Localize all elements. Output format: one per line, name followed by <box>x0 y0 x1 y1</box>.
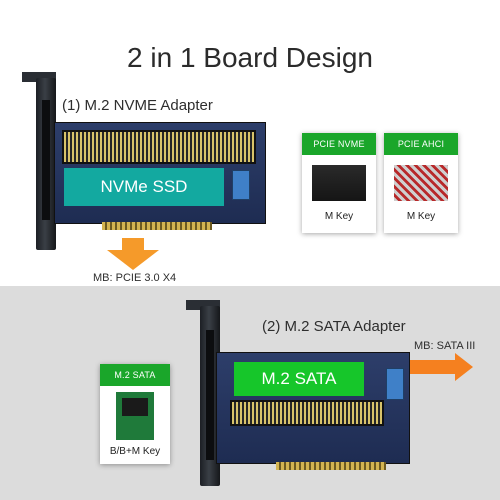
nvme-connector-image <box>312 165 366 201</box>
sata-chip <box>122 398 148 416</box>
bracket-vent <box>42 100 50 220</box>
sata-adapter-image: M.2 SATA <box>186 300 410 490</box>
down-arrow-icon <box>122 238 144 250</box>
bracket-tab <box>22 72 56 82</box>
key-card-caption: M Key <box>324 211 354 222</box>
sata-adapter-label: (2) M.2 SATA Adapter <box>262 318 406 335</box>
m2-slot <box>62 130 256 164</box>
right-arrow-icon <box>406 360 456 374</box>
down-arrow-head-icon <box>107 250 159 270</box>
pcie-gold-fingers <box>102 222 212 230</box>
m2-slot <box>230 400 384 426</box>
sata-mb-label: MB: SATA III <box>414 340 476 352</box>
key-card-caption: M Key <box>406 211 436 222</box>
page-title: 2 in 1 Board Design <box>127 42 373 73</box>
ahci-connector-image <box>394 165 448 201</box>
right-arrow-head-icon <box>455 353 473 381</box>
sata-connector <box>386 368 404 400</box>
key-card-header: PCIE NVME <box>302 133 376 155</box>
key-card-caption: B/B+M Key <box>109 446 161 457</box>
nvme-adapter-label: (1) M.2 NVME Adapter <box>62 97 213 114</box>
bracket-tab <box>186 300 220 310</box>
nvme-adapter-image: NVMe SSD <box>22 70 272 255</box>
pcie-gold-fingers <box>276 462 386 470</box>
nvme-ssd-card: NVMe SSD <box>64 168 224 206</box>
key-card-nvme: PCIE NVME M Key <box>302 133 376 233</box>
key-card-sata: M.2 SATA B/B+M Key <box>100 364 170 464</box>
key-card-header: PCIE AHCI <box>384 133 458 155</box>
nvme-mb-label: MB: PCIE 3.0 X4 <box>93 272 177 284</box>
bracket-vent <box>206 330 214 460</box>
sata-connector <box>232 170 250 200</box>
key-card-ahci: PCIE AHCI M Key <box>384 133 458 233</box>
sata-card: M.2 SATA <box>234 362 364 396</box>
key-card-header: M.2 SATA <box>100 364 170 386</box>
